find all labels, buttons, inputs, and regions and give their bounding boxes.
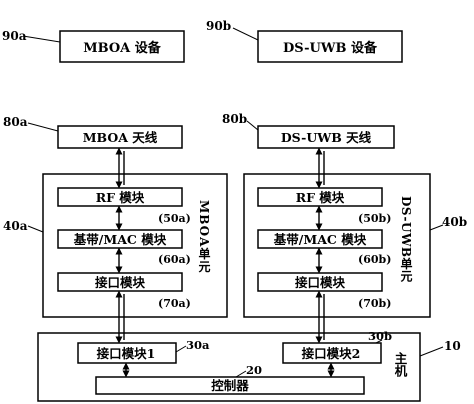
mboa-baseband-label: 基带/MAC 模块 bbox=[73, 232, 167, 247]
device-ref-90b-leader bbox=[232, 27, 259, 41]
dsuwb-unit-frame bbox=[243, 173, 431, 318]
mboa-unit-frame bbox=[42, 173, 228, 318]
unit-ref-40b-leader bbox=[429, 224, 444, 231]
host-interface2-label: 接口模块2 bbox=[302, 346, 361, 361]
host-interface1-label: 接口模块1 bbox=[97, 346, 156, 361]
mboa-interface-label: 接口模块 bbox=[95, 275, 146, 290]
host-frame bbox=[37, 332, 421, 402]
dsuwb-interface-label: 接口模块 bbox=[295, 275, 346, 290]
host-interface1-ref-leader bbox=[175, 345, 187, 353]
dsuwb-antenna-label: DS-UWB 天线 bbox=[281, 130, 372, 145]
host-ref: 10 bbox=[444, 339, 461, 353]
mboa-baseband-ref: (60a) bbox=[158, 253, 191, 266]
host-controller-ref-leader bbox=[235, 370, 247, 378]
unit-ref-40a: 40a bbox=[3, 219, 28, 233]
mboa-rf-ref: (50a) bbox=[158, 212, 191, 225]
dsuwb-interface-ref: (70b) bbox=[358, 297, 391, 310]
dsuwb-baseband-label: 基带/MAC 模块 bbox=[273, 232, 367, 247]
host-controller-box bbox=[95, 376, 365, 395]
host-side-label: 主机 bbox=[393, 351, 408, 378]
mboa-interface-ref: (70a) bbox=[158, 297, 191, 310]
host-controller-label: 控制器 bbox=[211, 378, 249, 393]
host-ref-leader bbox=[419, 346, 444, 357]
dsuwb-baseband-ref: (60b) bbox=[358, 253, 391, 266]
mboa-antenna-label: MBOA 天线 bbox=[83, 130, 158, 145]
dsuwb-rf-ref: (50b) bbox=[358, 212, 391, 225]
dsuwb-unit-side-label: DS-UWB单元 bbox=[399, 196, 413, 283]
mboa-device-box bbox=[59, 30, 185, 63]
mboa-rf-label: RF 模块 bbox=[96, 190, 145, 205]
antenna-ref-80a: 80a bbox=[3, 115, 28, 129]
host-interface2-ref: 30b bbox=[368, 329, 392, 343]
device-ref-90a-leader bbox=[22, 35, 61, 43]
dsuwb-device-label: DS-UWB 设备 bbox=[283, 40, 378, 56]
host-controller-ref: 20 bbox=[246, 363, 262, 377]
mboa-unit-side-label: MBOA单元 bbox=[197, 200, 211, 273]
dsuwb-rf-label: RF 模块 bbox=[296, 190, 345, 205]
host-interface1-ref: 30a bbox=[186, 338, 210, 352]
dsuwb-antenna-box bbox=[257, 125, 395, 149]
dsuwb-device-box bbox=[257, 30, 403, 63]
device-ref-90a: 90a bbox=[2, 29, 27, 43]
antenna-ref-80b: 80b bbox=[222, 112, 247, 126]
unit-ref-40b: 40b bbox=[442, 215, 467, 229]
unit-ref-40a-leader bbox=[27, 225, 44, 233]
antenna-ref-80b-leader bbox=[246, 120, 259, 131]
host-interface2-ref-leader bbox=[375, 339, 383, 344]
antenna-ref-80a-leader bbox=[27, 122, 59, 132]
mboa-device-label: MBOA 设备 bbox=[83, 40, 162, 56]
device-ref-90b: 90b bbox=[206, 19, 231, 33]
